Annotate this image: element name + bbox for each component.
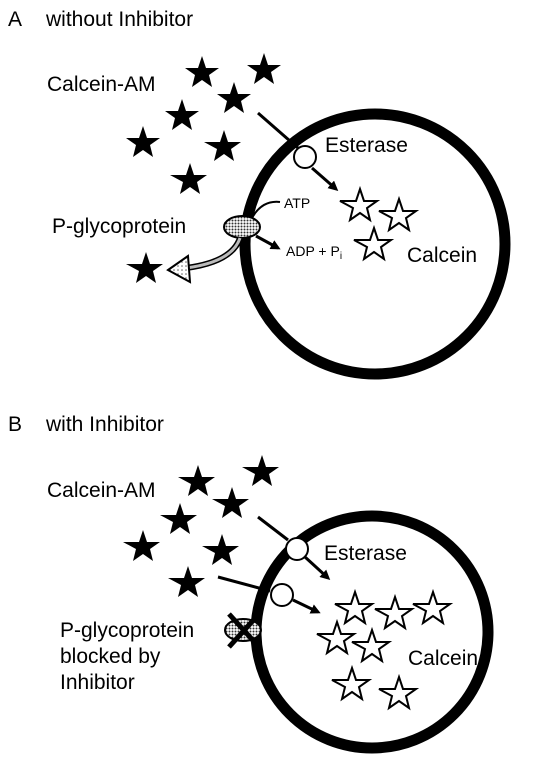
star-outline-icon [378,673,420,711]
star-outline-icon [339,185,381,223]
star-outline-icon [316,618,358,656]
pgp-blocked-line1: P-glycoprotein [60,619,194,642]
star-icon [204,130,241,161]
esterase-arrow-b1 [303,555,331,581]
pgp-blocked-line3: Inhibitor [60,671,135,694]
star-outline-icon [351,626,393,664]
pgp-blocked-line2: blocked by [60,645,161,668]
entry-arrow-line-a [257,111,299,150]
calcein-stars-b [316,588,454,711]
star-icon [170,163,207,194]
star-outline-icon [334,588,376,626]
adp-arrow [255,234,281,250]
star-icon [123,530,160,561]
star-outline-icon [412,588,454,626]
efflux-arrow-fill [185,237,242,270]
efflux-arrow-body [185,236,243,271]
panel-a-letter: A [8,8,22,31]
calcein-am-label-b: Calcein-AM [47,479,156,502]
star-icon [202,534,239,565]
star-outline-icon [331,664,373,702]
atp-label: ATP [284,195,310,211]
panel-b-letter: B [8,413,22,436]
pgp-transporter-a [223,215,261,239]
panel-a-title: without Inhibitor [45,8,193,31]
calcein-am-label-a: Calcein-AM [47,73,156,96]
esterase-enzyme-a [293,145,317,169]
calcein-label-a: Calcein [407,244,477,267]
star-icon [247,53,281,84]
cell-membrane-a [239,108,511,380]
entry-arrow-line-b2 [217,575,271,593]
esterase-arrow-a [311,166,339,191]
panel-a: A without Inhibitor Calcein-AM Esterase … [8,8,511,380]
esterase-enzyme-b1 [285,537,309,561]
star-icon [160,503,197,534]
adp-label: ADP + Pi [286,243,342,262]
star-icon [217,82,251,113]
calcein-stars-a [339,185,420,262]
star-outline-icon [374,593,416,631]
esterase-label-b: Esterase [324,542,407,565]
esterase-label-a: Esterase [325,134,408,157]
esterase-arrow-b2 [292,598,321,614]
star-outline-icon [378,195,420,233]
calcein-label-b: Calcein [408,647,478,670]
panel-b: B with Inhibitor Calcein-AM Esterase [8,413,494,754]
star-icon [242,455,279,486]
star-icon [168,566,205,597]
star-icon [212,487,249,518]
calcein-am-stars-b [123,455,279,597]
atp-curve [251,200,281,219]
star-icon [126,126,160,157]
star-icon [185,56,219,87]
star-icon [165,99,199,130]
star-outline-icon [353,224,395,262]
star-icon [126,252,163,283]
calcein-am-stars-a [126,53,281,283]
entry-arrow-line-b1 [257,515,289,542]
pgp-label-a: P-glycoprotein [52,215,186,238]
star-icon [178,465,215,496]
panel-b-title: with Inhibitor [45,413,164,436]
esterase-enzyme-b2 [270,583,294,607]
efflux-arrowhead [166,254,192,284]
block-cross-line-2 [227,612,261,649]
